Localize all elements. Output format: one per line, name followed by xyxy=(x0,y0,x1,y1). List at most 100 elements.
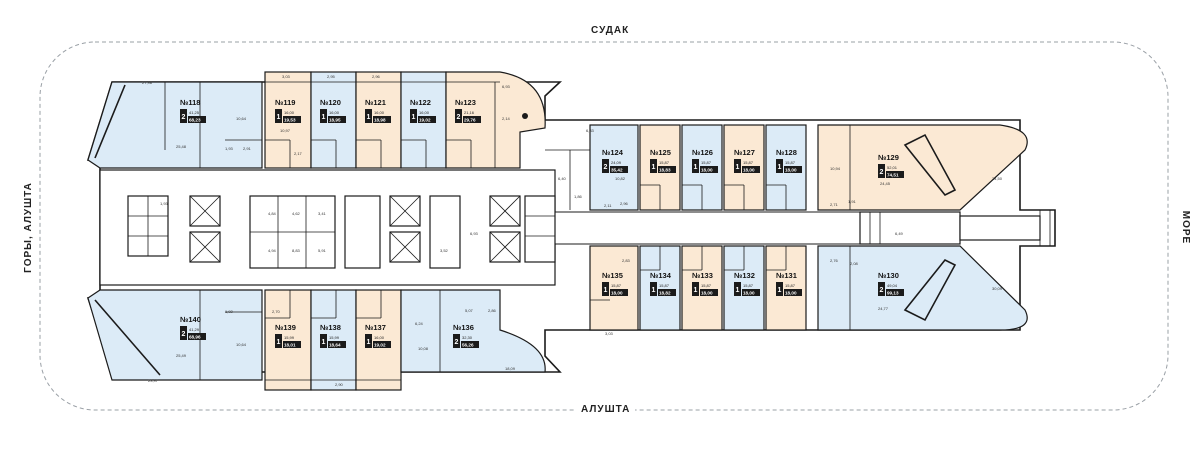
unit-137-area xyxy=(355,289,402,391)
dimension-label: 1,86 xyxy=(574,194,583,199)
dimension-label: 25,49 xyxy=(176,353,187,358)
rooms-badge xyxy=(365,109,372,123)
total-area: 29,76 xyxy=(464,118,476,123)
unit-number: №134 xyxy=(650,271,672,280)
dimension-label: 2,96 xyxy=(372,74,381,79)
total-area: 35,42 xyxy=(611,168,623,173)
dimension-label: 10,08 xyxy=(418,346,429,351)
rooms-count: 2 xyxy=(604,164,608,171)
unit-number: №135 xyxy=(602,271,623,280)
rooms-badge xyxy=(692,159,699,173)
living-area: 15,87 xyxy=(743,160,754,165)
dimension-label: 4,84 xyxy=(268,211,277,216)
unit-number: №133 xyxy=(692,271,713,280)
living-area: 49,04 xyxy=(887,283,898,288)
rooms-count: 1 xyxy=(652,164,656,171)
rooms-badge xyxy=(320,109,327,123)
rooms-count: 2 xyxy=(880,169,884,176)
living-area: 15,87 xyxy=(659,283,670,288)
living-area: 15,87 xyxy=(785,160,796,165)
unit-121-area xyxy=(355,71,402,169)
direction-left: ГОРЫ, АЛУШТА xyxy=(22,177,34,278)
dimension-label: 6,33 xyxy=(586,128,595,133)
dimension-label: 2,76 xyxy=(830,258,839,263)
area-badge xyxy=(328,341,346,348)
dimension-label: 24,45 xyxy=(880,181,891,186)
total-area: 18,00 xyxy=(701,168,713,173)
area-badge xyxy=(700,166,718,173)
unit-number: №137 xyxy=(365,323,386,332)
rooms-count: 1 xyxy=(277,114,281,121)
dimension-label: 1,93 xyxy=(225,146,234,151)
living-area: 15,99 xyxy=(284,335,295,340)
total-area: 19,02 xyxy=(419,118,431,123)
total-area: 19,02 xyxy=(374,343,386,348)
living-area: 15,87 xyxy=(611,283,622,288)
core-middle xyxy=(249,195,461,269)
dimension-label: 34,50 xyxy=(992,176,1003,181)
unit-140-area xyxy=(87,289,263,381)
living-area: 15,87 xyxy=(743,283,754,288)
unit-number: №119 xyxy=(275,98,295,107)
total-area: 18,00 xyxy=(611,291,623,296)
total-area: 68,23 xyxy=(189,118,201,123)
total-area: 18,83 xyxy=(659,168,671,173)
unit-number: №130 xyxy=(878,271,899,280)
rooms-count: 1 xyxy=(322,114,326,121)
rooms-badge xyxy=(734,159,741,173)
rooms-badge xyxy=(275,334,282,348)
dimension-label: 2,08 xyxy=(850,261,859,266)
living-area: 15,87 xyxy=(701,160,712,165)
east-connector xyxy=(859,211,961,245)
total-area: 18,82 xyxy=(659,291,671,296)
dimension-label: 3,41 xyxy=(318,211,327,216)
unit-number: №124 xyxy=(602,148,624,157)
rooms-badge xyxy=(692,282,699,296)
area-badge xyxy=(283,116,301,123)
unit-118-area xyxy=(87,81,263,169)
area-badge xyxy=(463,116,481,123)
dimension-label: 1,93 xyxy=(160,201,169,206)
rooms-count: 1 xyxy=(367,114,371,121)
unit-number: №120 xyxy=(320,98,341,107)
rooms-badge xyxy=(650,159,657,173)
dimension-label: 23,97 xyxy=(148,378,159,383)
dimension-label: 2,86 xyxy=(488,308,497,313)
dimension-label: 2,83 xyxy=(622,258,631,263)
direction-right: МОРЕ xyxy=(1180,205,1192,250)
dimension-label: 5,07 xyxy=(465,308,474,313)
living-area: 16,00 xyxy=(419,110,430,115)
dimension-label: 3,03 xyxy=(282,74,291,79)
unit-label-u134[interactable]: №134 115,87 18,82 xyxy=(650,271,676,296)
rooms-badge xyxy=(734,282,741,296)
unit-number: №121 xyxy=(365,98,386,107)
rooms-count: 2 xyxy=(182,114,186,121)
rooms-count: 1 xyxy=(652,287,656,294)
dimension-label: 30,09 xyxy=(992,286,1003,291)
rooms-count: 1 xyxy=(778,287,782,294)
rooms-count: 2 xyxy=(455,339,459,346)
rooms-badge xyxy=(650,282,657,296)
